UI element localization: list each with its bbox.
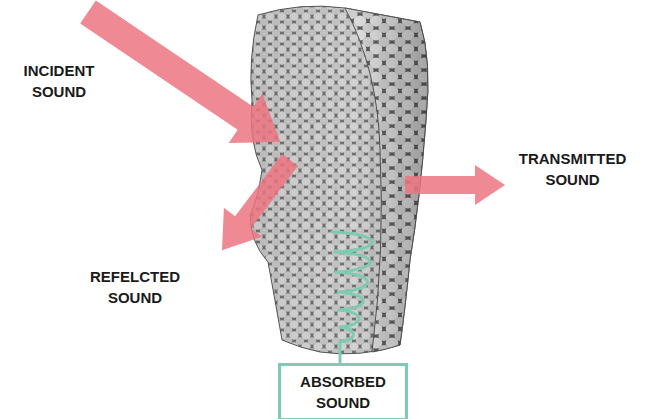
box-text: ABSORBED SOUND: [281, 371, 405, 413]
absorbed-wave: [332, 232, 372, 362]
reflected-arrow: [203, 146, 309, 265]
sound-label: REFELCTED SOUND: [70, 266, 200, 308]
incident-arrow: [71, 0, 297, 167]
absorbed-box: ABSORBED SOUND: [278, 363, 408, 419]
sound-label: INCIDENT SOUND: [4, 60, 114, 102]
transmitted-arrow: [405, 165, 505, 205]
sound-arrows: [71, 0, 505, 265]
sound-label: TRANSMITTED SOUND: [505, 148, 640, 190]
